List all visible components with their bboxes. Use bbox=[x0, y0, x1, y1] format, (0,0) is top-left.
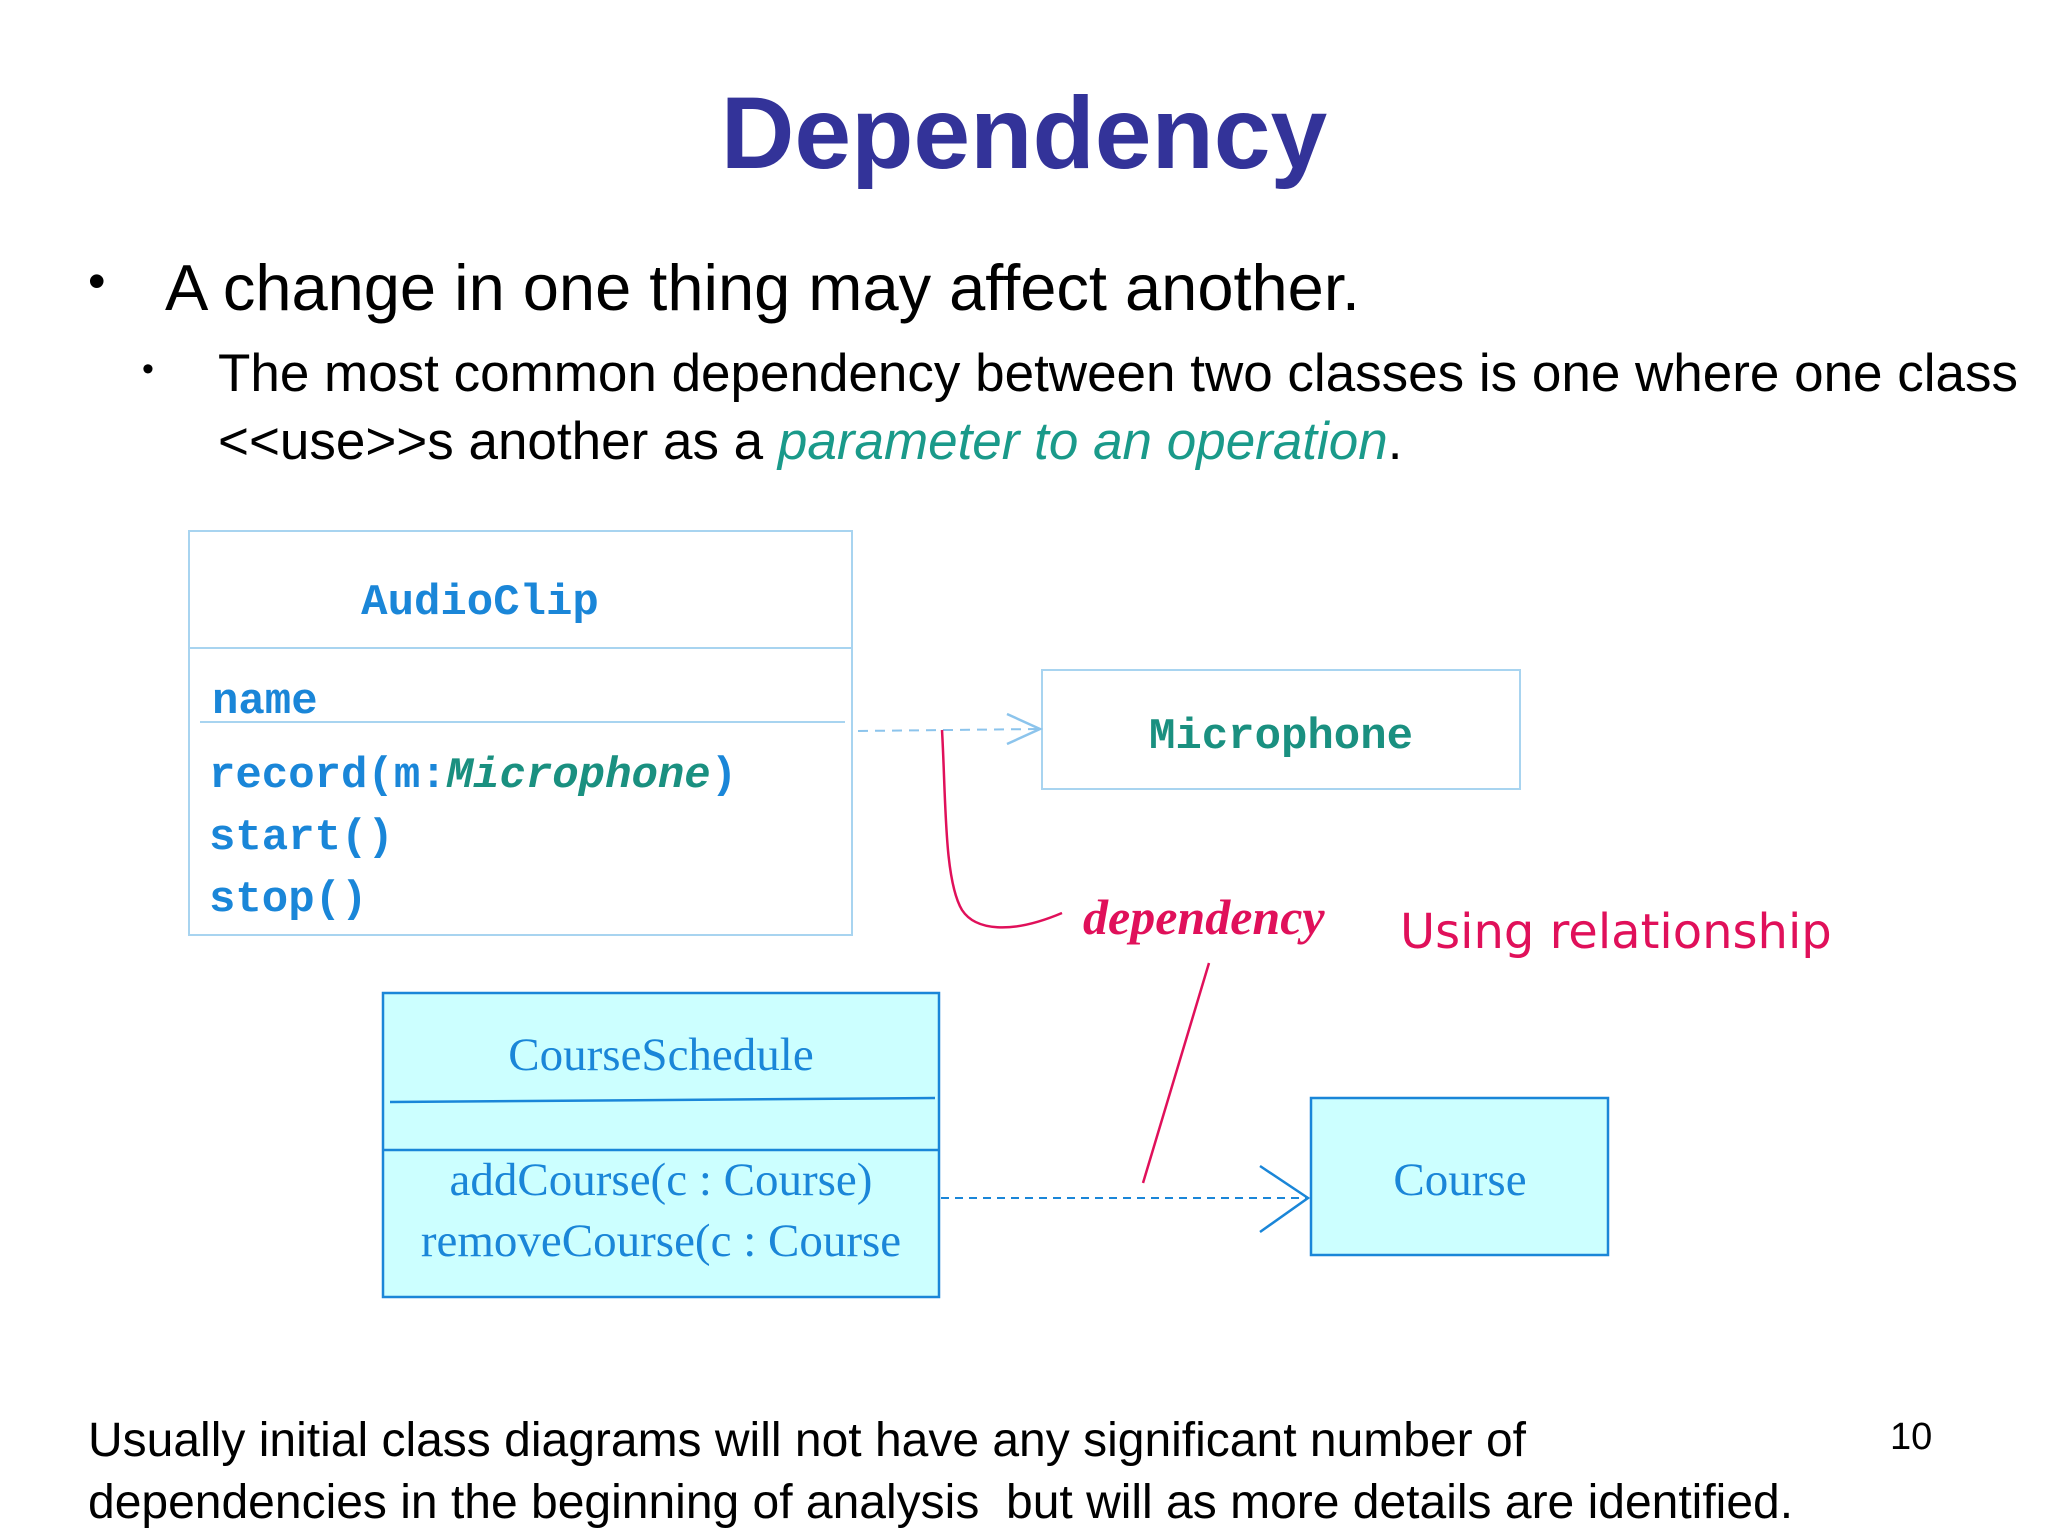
bullet-dot-2: • bbox=[142, 350, 154, 388]
courseschedule-class: CourseSchedule addCourse(c : Course) rem… bbox=[381, 991, 941, 1299]
course-class: Course bbox=[1309, 1096, 1610, 1257]
audioclip-op-record-suffix: ) bbox=[711, 751, 737, 801]
courseschedule-name: CourseSchedule bbox=[508, 1029, 813, 1081]
audioclip-box bbox=[188, 530, 853, 936]
bullet-1: A change in one thing may affect another… bbox=[165, 251, 1360, 324]
course-name: Course bbox=[1393, 1154, 1526, 1206]
bullet-2: The most common dependency between two c… bbox=[218, 340, 2038, 476]
audioclip-op-start: start() bbox=[209, 813, 394, 863]
bullet-2-end: . bbox=[1387, 412, 1403, 471]
microphone-box bbox=[1041, 669, 1521, 790]
microphone-name: Microphone bbox=[1149, 712, 1413, 762]
dependency-arrowhead-bottom bbox=[1259, 1164, 1311, 1234]
annotation-curve bbox=[940, 729, 1063, 929]
footer-line-1: Usually initial class diagrams will not … bbox=[88, 1414, 1526, 1467]
page-number: 10 bbox=[1890, 1416, 1933, 1458]
bullet-2-highlight: parameter to an operation bbox=[777, 412, 1388, 471]
dependency-arrow-audioclip-microphone bbox=[857, 712, 1044, 746]
label-using-relationship: Using relationship bbox=[1400, 904, 1832, 960]
courseschedule-op-add: addCourse(c : Course) bbox=[450, 1154, 873, 1206]
slide-title: Dependency bbox=[720, 76, 1328, 190]
audioclip-op-record-prefix: record(m: bbox=[209, 751, 447, 801]
footer-note: Usually initial class diagrams will not … bbox=[88, 1410, 1793, 1534]
courseschedule-divider-1 bbox=[389, 1096, 936, 1104]
bullet-dot-1: • bbox=[88, 253, 106, 309]
audioclip-attribute: name bbox=[212, 677, 318, 727]
audioclip-op-record-param: Microphone bbox=[446, 751, 711, 801]
dependency-arrowhead-top bbox=[1006, 712, 1044, 746]
dependency-arrow-courseschedule-course bbox=[941, 1164, 1311, 1234]
courseschedule-op-remove: removeCourse(c : Course bbox=[421, 1215, 901, 1267]
footer-line-2: dependencies in the beginning of analysi… bbox=[88, 1476, 1794, 1529]
label-dependency: dependency bbox=[1083, 889, 1325, 945]
audioclip-class: AudioClip name record(m:Microphone) star… bbox=[188, 530, 853, 936]
audioclip-op-stop: stop() bbox=[209, 875, 367, 925]
courseschedule-box bbox=[381, 991, 941, 1299]
annotation-line bbox=[1141, 962, 1211, 1184]
audioclip-name: AudioClip bbox=[361, 578, 599, 628]
course-box bbox=[1309, 1096, 1610, 1257]
microphone-class: Microphone bbox=[1041, 669, 1521, 790]
bullet-2-text: The most common dependency between two c… bbox=[218, 344, 2019, 471]
dependency-line-top bbox=[857, 728, 1039, 732]
audioclip-op-record: record(m:Microphone) bbox=[209, 751, 737, 801]
